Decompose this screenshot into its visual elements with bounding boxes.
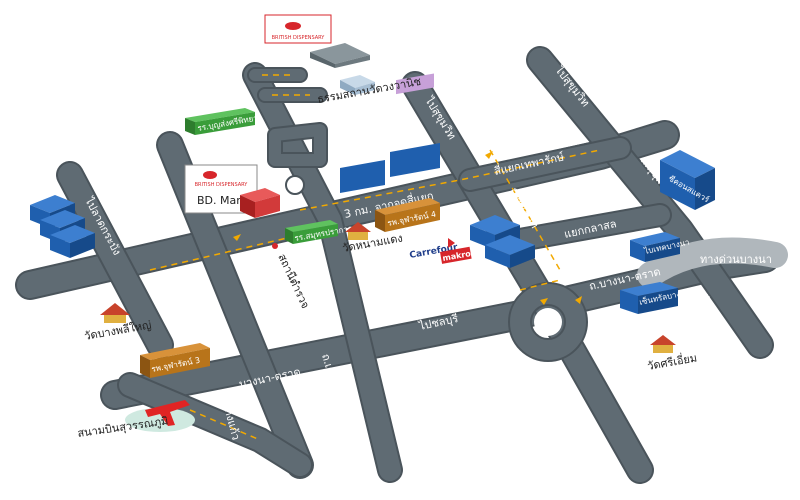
police-station: สถานีตำรวจ: [272, 243, 312, 311]
route-path: [149, 74, 601, 441]
police-label: สถานีตำรวจ: [275, 252, 312, 311]
brand-logo-top: BRITISH DISPENSARY: [264, 14, 332, 44]
airplane-icon: [145, 400, 190, 426]
tollway: ทางด่วนบางนา: [637, 237, 788, 288]
building-cluster-center: [470, 215, 535, 268]
bd-mart-label: BD. Mart: [197, 194, 246, 207]
signboards: [340, 73, 440, 193]
tollway-label: ทางด่วนบางนา: [700, 253, 772, 266]
building-mega: เซ็นทรัลบางนา: [620, 282, 691, 314]
factory-gate: [340, 75, 375, 95]
makro-logo: makro: [440, 246, 472, 264]
building-school-top: รร.บุญส่งศรีพิทยา: [185, 108, 258, 135]
road-network: [15, 46, 780, 484]
direction-arrows: [233, 151, 582, 305]
factory-building: [310, 43, 370, 68]
bd-mart-building: [240, 188, 280, 218]
building-seacon: ซีคอนสแควร์: [660, 150, 715, 210]
airport-label: สนามบินสุวรรณภูมิ: [77, 414, 169, 440]
road-label-thepharak: ถ.เทพารักษ์: [167, 270, 204, 324]
temple-wat-sri-iam: วัดศรีเอี่ยม: [646, 335, 698, 373]
brand-logo-top-text: BRITISH DISPENSARY: [272, 35, 326, 41]
hospital-4: รพ.จุฬารัตน์ 4: [375, 198, 440, 232]
bd-mart-logo-text: BRITISH DISPENSARY: [195, 182, 249, 188]
hospital-3: รพ.จุฬารัตน์ 3: [140, 343, 210, 378]
building-cluster-left: [30, 195, 95, 258]
building-bitec: ไบเทคบางนา: [630, 232, 690, 262]
